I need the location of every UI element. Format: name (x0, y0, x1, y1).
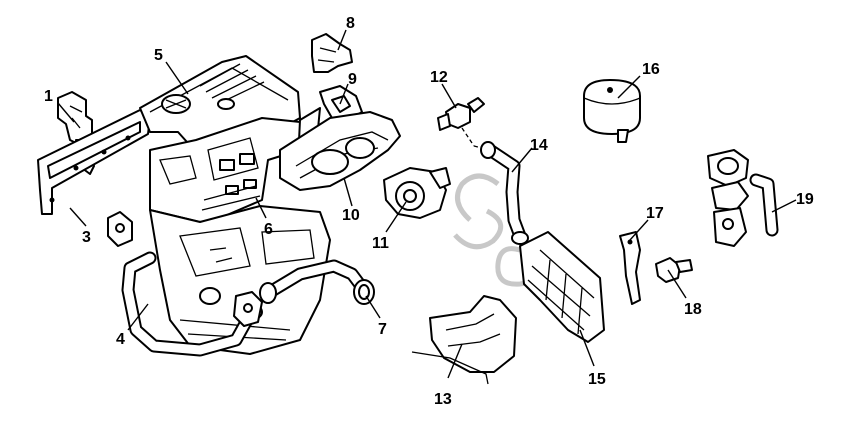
egr-pipe (749, 173, 779, 237)
callout-18: 18 (684, 301, 702, 318)
callout-19: 19 (796, 191, 814, 208)
egr-valve (707, 149, 749, 247)
sensor (437, 97, 485, 131)
callout-4: 4 (116, 331, 125, 348)
coolant-pipe (107, 211, 263, 357)
intake-manifold (279, 111, 401, 191)
callout-15: 15 (588, 371, 606, 388)
callout-3: 3 (82, 229, 91, 246)
small-bracket (311, 33, 353, 73)
air-intake-hose (480, 141, 529, 245)
callout-6: 6 (264, 221, 273, 238)
heat-shield (411, 295, 517, 385)
callout-10: 10 (342, 207, 360, 224)
callout-8: 8 (346, 15, 355, 32)
callout-5: 5 (154, 47, 163, 64)
air-filter-housing (519, 231, 605, 343)
callout-11: 11 (372, 235, 389, 252)
callout-16: 16 (642, 61, 660, 78)
callout-1: 1 (44, 88, 53, 105)
callout-labels: 1 3 4 5 6 7 8 9 10 11 12 13 14 15 16 17 … (44, 15, 814, 408)
callout-9: 9 (348, 71, 357, 88)
water-hose (259, 259, 375, 305)
callout-12: 12 (430, 69, 448, 86)
callout-13: 13 (434, 391, 452, 408)
cylinder-head (149, 117, 301, 223)
throttle-body (383, 167, 451, 219)
mounting-rail (37, 109, 151, 215)
leader-lines (57, 29, 797, 379)
vacuum-reservoir (583, 79, 641, 143)
callout-7: 7 (378, 321, 387, 338)
callout-17: 17 (646, 205, 664, 222)
mounting-bracket (619, 231, 641, 305)
callout-14: 14 (530, 137, 548, 154)
